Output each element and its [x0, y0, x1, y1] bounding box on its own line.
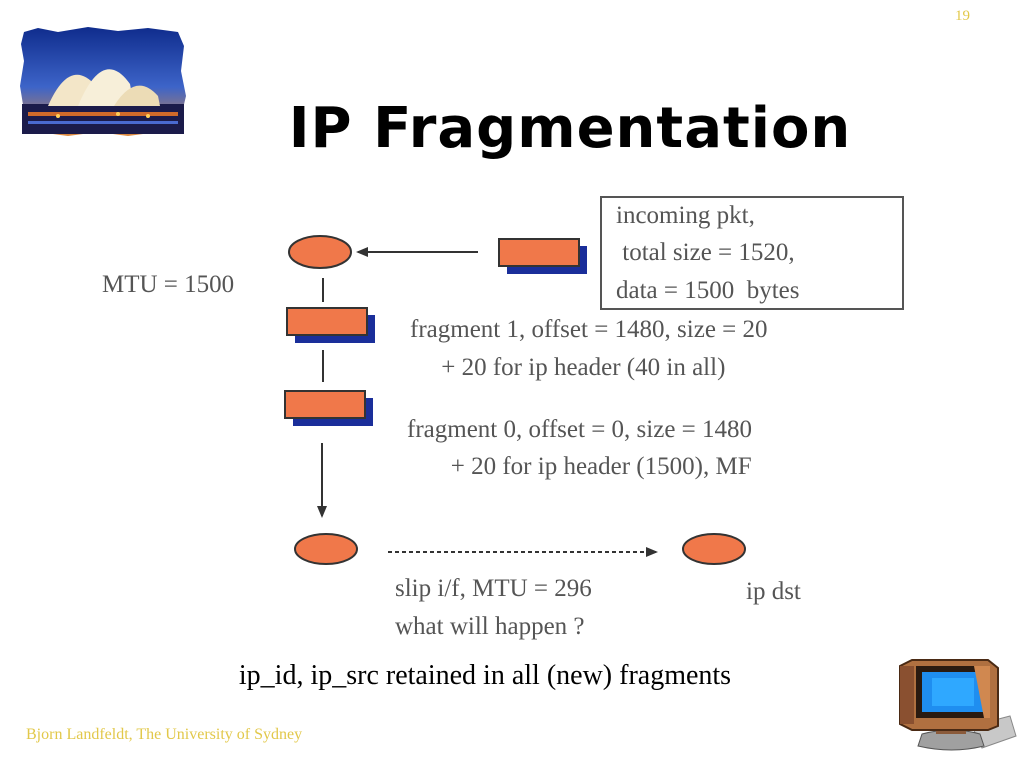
incoming-packet: [498, 238, 587, 274]
question-label: what will happen ?: [395, 613, 585, 640]
incoming-box-line1: incoming pkt,: [616, 202, 755, 229]
computer-icon[interactable]: [892, 656, 1018, 756]
fragment-0-packet: [284, 390, 373, 426]
destination-node: [682, 533, 746, 565]
slide-title: IP Fragmentation: [288, 96, 852, 161]
incoming-box-line2: total size = 1520,: [616, 239, 795, 266]
slide-number: 19: [955, 8, 970, 24]
slip-label: slip i/f, MTU = 296: [395, 575, 592, 602]
slide-caption: ip_id, ip_src retained in all (new) frag…: [238, 660, 732, 691]
ip-dst-label: ip dst: [746, 578, 801, 605]
fragment-1-packet: [286, 307, 375, 343]
sydney-opera-house-logo: [20, 27, 186, 136]
incoming-box-line3: data = 1500 bytes: [616, 277, 800, 304]
mtu-label: MTU = 1500: [102, 271, 235, 298]
footer-credit: Bjorn Landfeldt, The University of Sydne…: [26, 726, 303, 743]
source-node: [288, 235, 352, 269]
fragment-0-header-label: + 20 for ip header (1500), MF: [407, 453, 752, 480]
router-node: [294, 533, 358, 565]
fragment-0-label: fragment 0, offset = 0, size = 1480: [407, 416, 753, 443]
fragment-1-label: fragment 1, offset = 1480, size = 20: [410, 316, 768, 343]
incoming-packet-box: [600, 196, 904, 310]
fragment-1-header-label: + 20 for ip header (40 in all): [410, 354, 726, 381]
